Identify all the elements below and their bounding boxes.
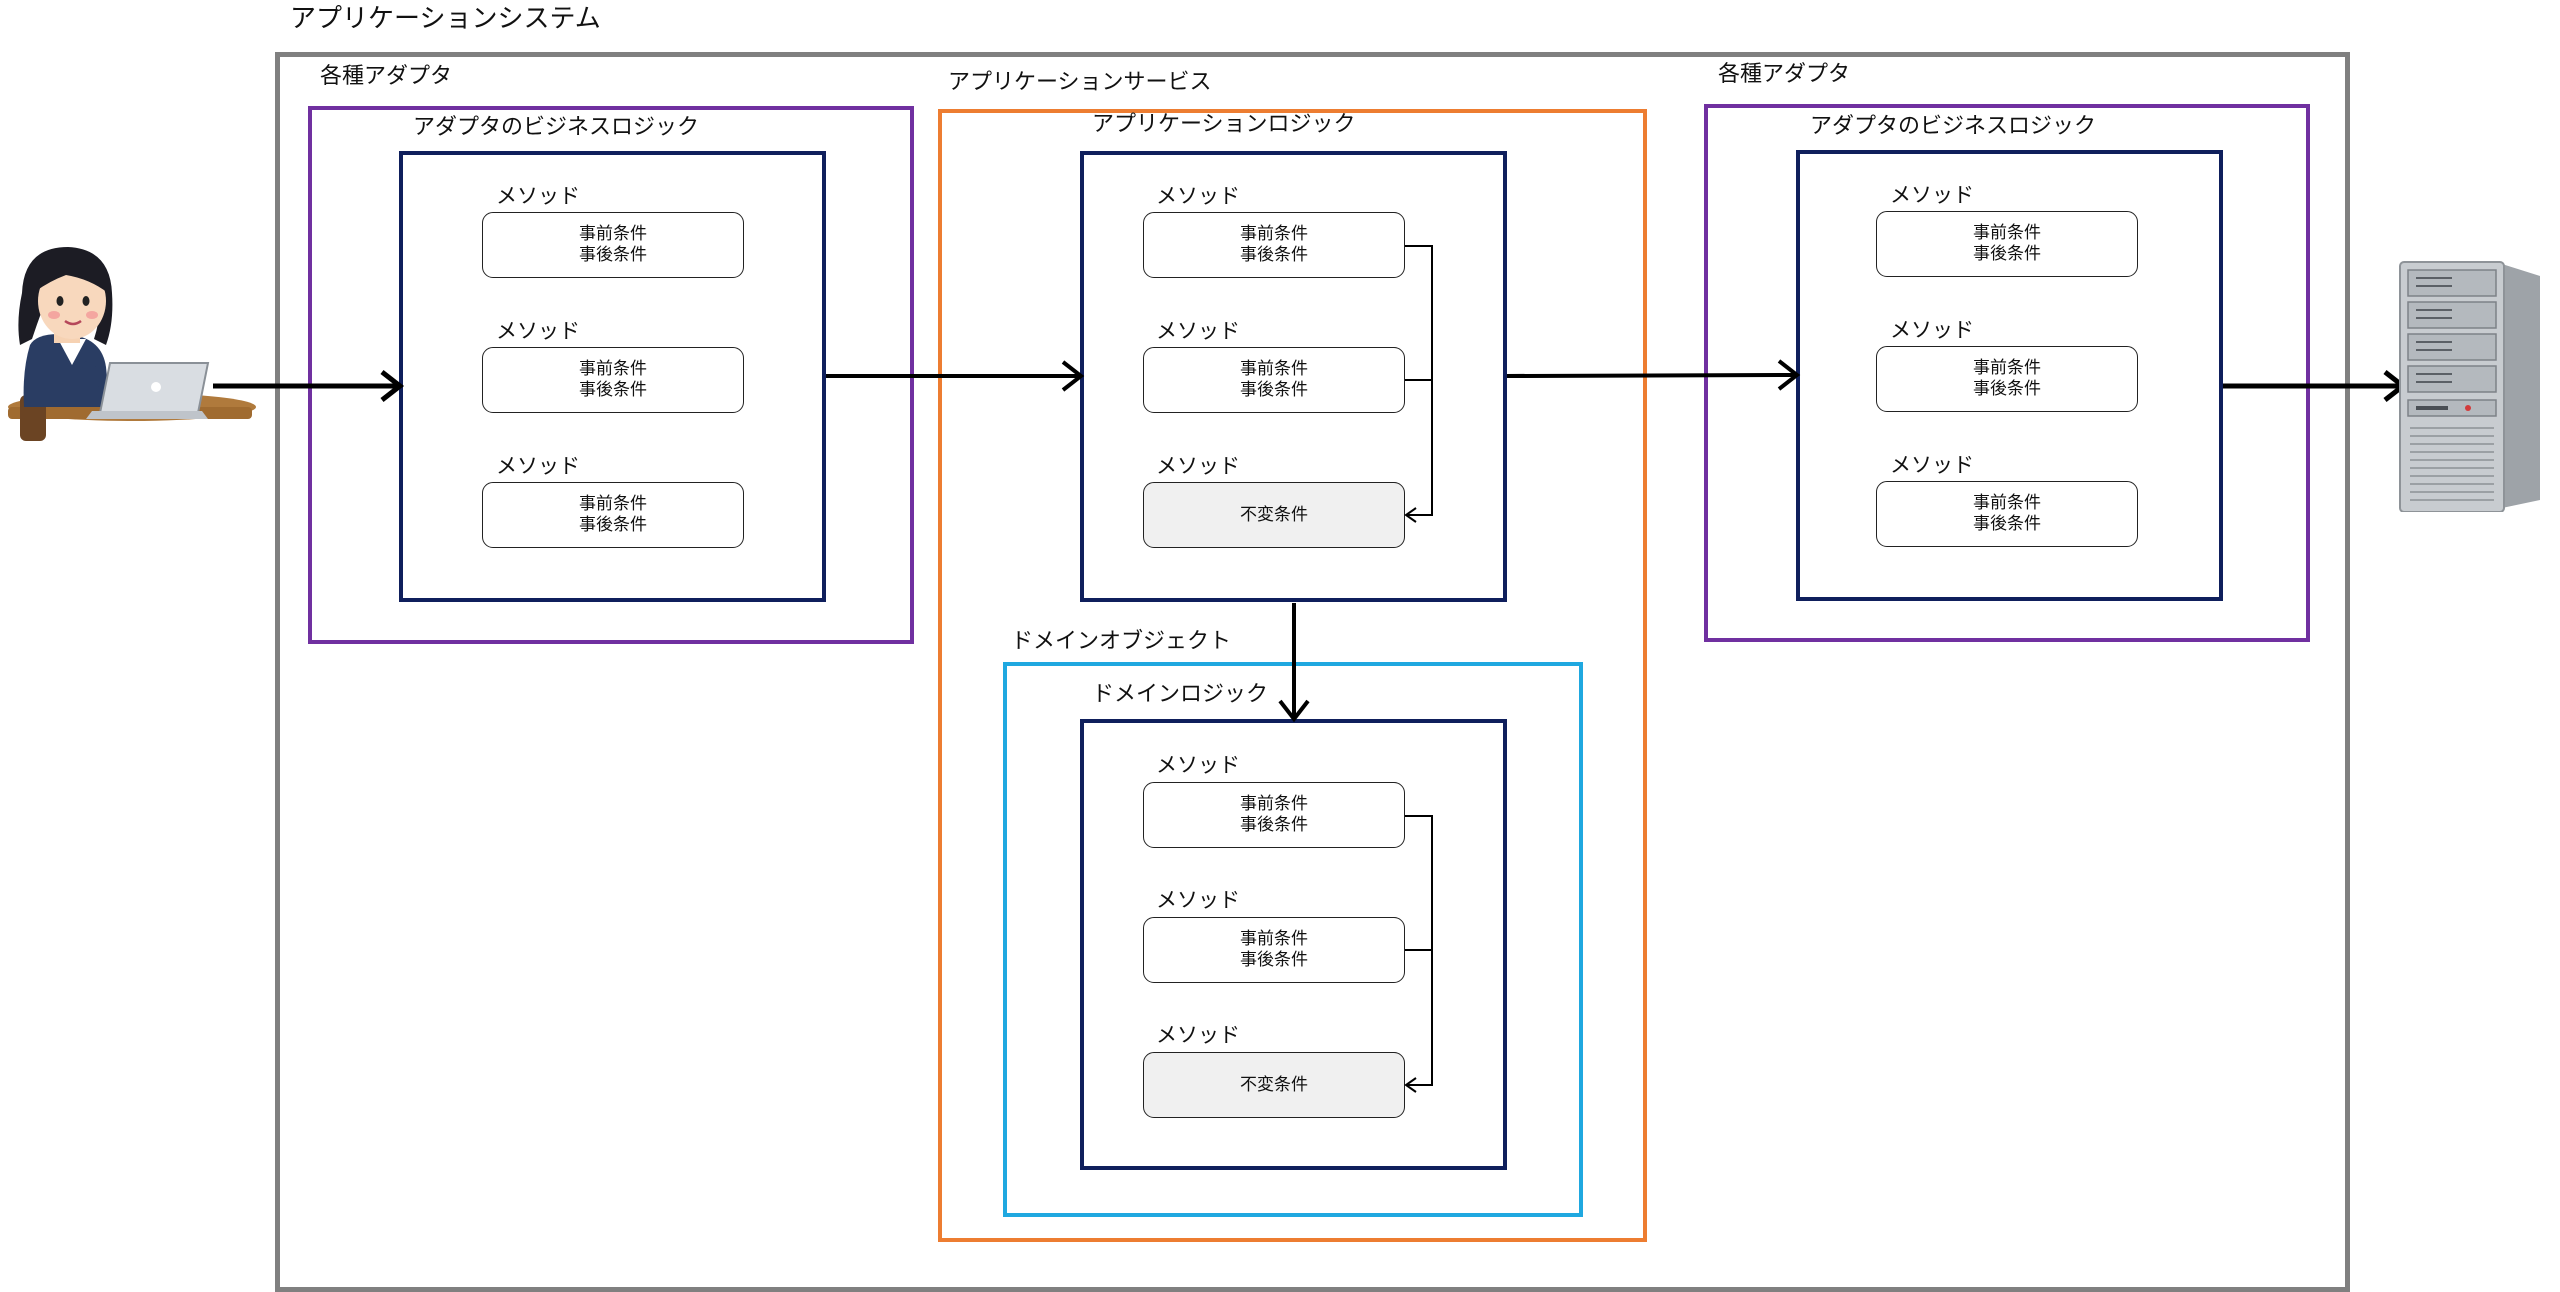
postcondition-text: 事後条件 — [1973, 244, 2041, 264]
invariant-text: 不変条件 — [1240, 504, 1308, 525]
precondition-text: 事前条件 — [579, 494, 647, 514]
domain-logic-title: ドメインロジック — [1092, 682, 1269, 707]
postcondition-text: 事後条件 — [579, 515, 647, 535]
postcondition-text: 事後条件 — [1973, 514, 2041, 534]
method-label: メソッド — [1156, 454, 1240, 478]
method-box: 事前条件 事後条件 — [1876, 481, 2138, 547]
precondition-text: 事前条件 — [579, 224, 647, 244]
method-label: メソッド — [1890, 318, 1974, 342]
method-label: メソッド — [496, 454, 580, 478]
precondition-text: 事前条件 — [1240, 929, 1308, 949]
precondition-text: 事前条件 — [1973, 223, 2041, 243]
precondition-text: 事前条件 — [1240, 224, 1308, 244]
application-service-container — [938, 109, 1647, 1242]
postcondition-text: 事後条件 — [579, 380, 647, 400]
person-at-laptop-icon — [8, 247, 256, 441]
service-logic-title: アプリケーションロジック — [1092, 112, 1356, 137]
method-box: 事前条件 事後条件 — [1143, 347, 1405, 413]
method-label: メソッド — [496, 319, 580, 343]
service-title: アプリケーションサービス — [948, 70, 1212, 95]
method-label: メソッド — [1156, 184, 1240, 208]
postcondition-text: 事後条件 — [1240, 815, 1308, 835]
method-label: メソッド — [1156, 319, 1240, 343]
server-tower-icon — [2399, 261, 2540, 512]
precondition-text: 事前条件 — [1973, 358, 2041, 378]
method-box: 事前条件 事後条件 — [482, 482, 744, 548]
method-label: メソッド — [1156, 1023, 1240, 1047]
postcondition-text: 事後条件 — [1240, 245, 1308, 265]
method-box: 事前条件 事後条件 — [1143, 782, 1405, 848]
method-label: メソッド — [1156, 753, 1240, 777]
adapter-right-title: 各種アダプタ — [1718, 62, 1851, 87]
system-title: アプリケーションシステム — [290, 4, 601, 34]
postcondition-text: 事後条件 — [1240, 380, 1308, 400]
postcondition-text: 事後条件 — [1973, 379, 2041, 399]
precondition-text: 事前条件 — [579, 359, 647, 379]
method-label: メソッド — [496, 184, 580, 208]
invariant-method-box: 不変条件 — [1143, 1052, 1405, 1118]
postcondition-text: 事後条件 — [579, 245, 647, 265]
method-box: 事前条件 事後条件 — [482, 347, 744, 413]
adapter-right-container — [1704, 104, 2310, 642]
domain-title: ドメインオブジェクト — [1011, 629, 1232, 654]
adapter-left-title: 各種アダプタ — [320, 64, 453, 89]
method-box: 事前条件 事後条件 — [1143, 917, 1405, 983]
adapter-right-logic-title: アダプタのビジネスロジック — [1810, 114, 2097, 139]
method-label: メソッド — [1890, 453, 1974, 477]
method-box: 事前条件 事後条件 — [1876, 346, 2138, 412]
postcondition-text: 事後条件 — [1240, 950, 1308, 970]
method-box: 事前条件 事後条件 — [1143, 212, 1405, 278]
precondition-text: 事前条件 — [1240, 794, 1308, 814]
method-box: 事前条件 事後条件 — [1876, 211, 2138, 277]
invariant-text: 不変条件 — [1240, 1074, 1308, 1095]
invariant-method-box: 不変条件 — [1143, 482, 1405, 548]
method-label: メソッド — [1890, 183, 1974, 207]
precondition-text: 事前条件 — [1240, 359, 1308, 379]
adapter-left-logic-title: アダプタのビジネスロジック — [413, 115, 700, 140]
method-box: 事前条件 事後条件 — [482, 212, 744, 278]
method-label: メソッド — [1156, 888, 1240, 912]
precondition-text: 事前条件 — [1973, 493, 2041, 513]
